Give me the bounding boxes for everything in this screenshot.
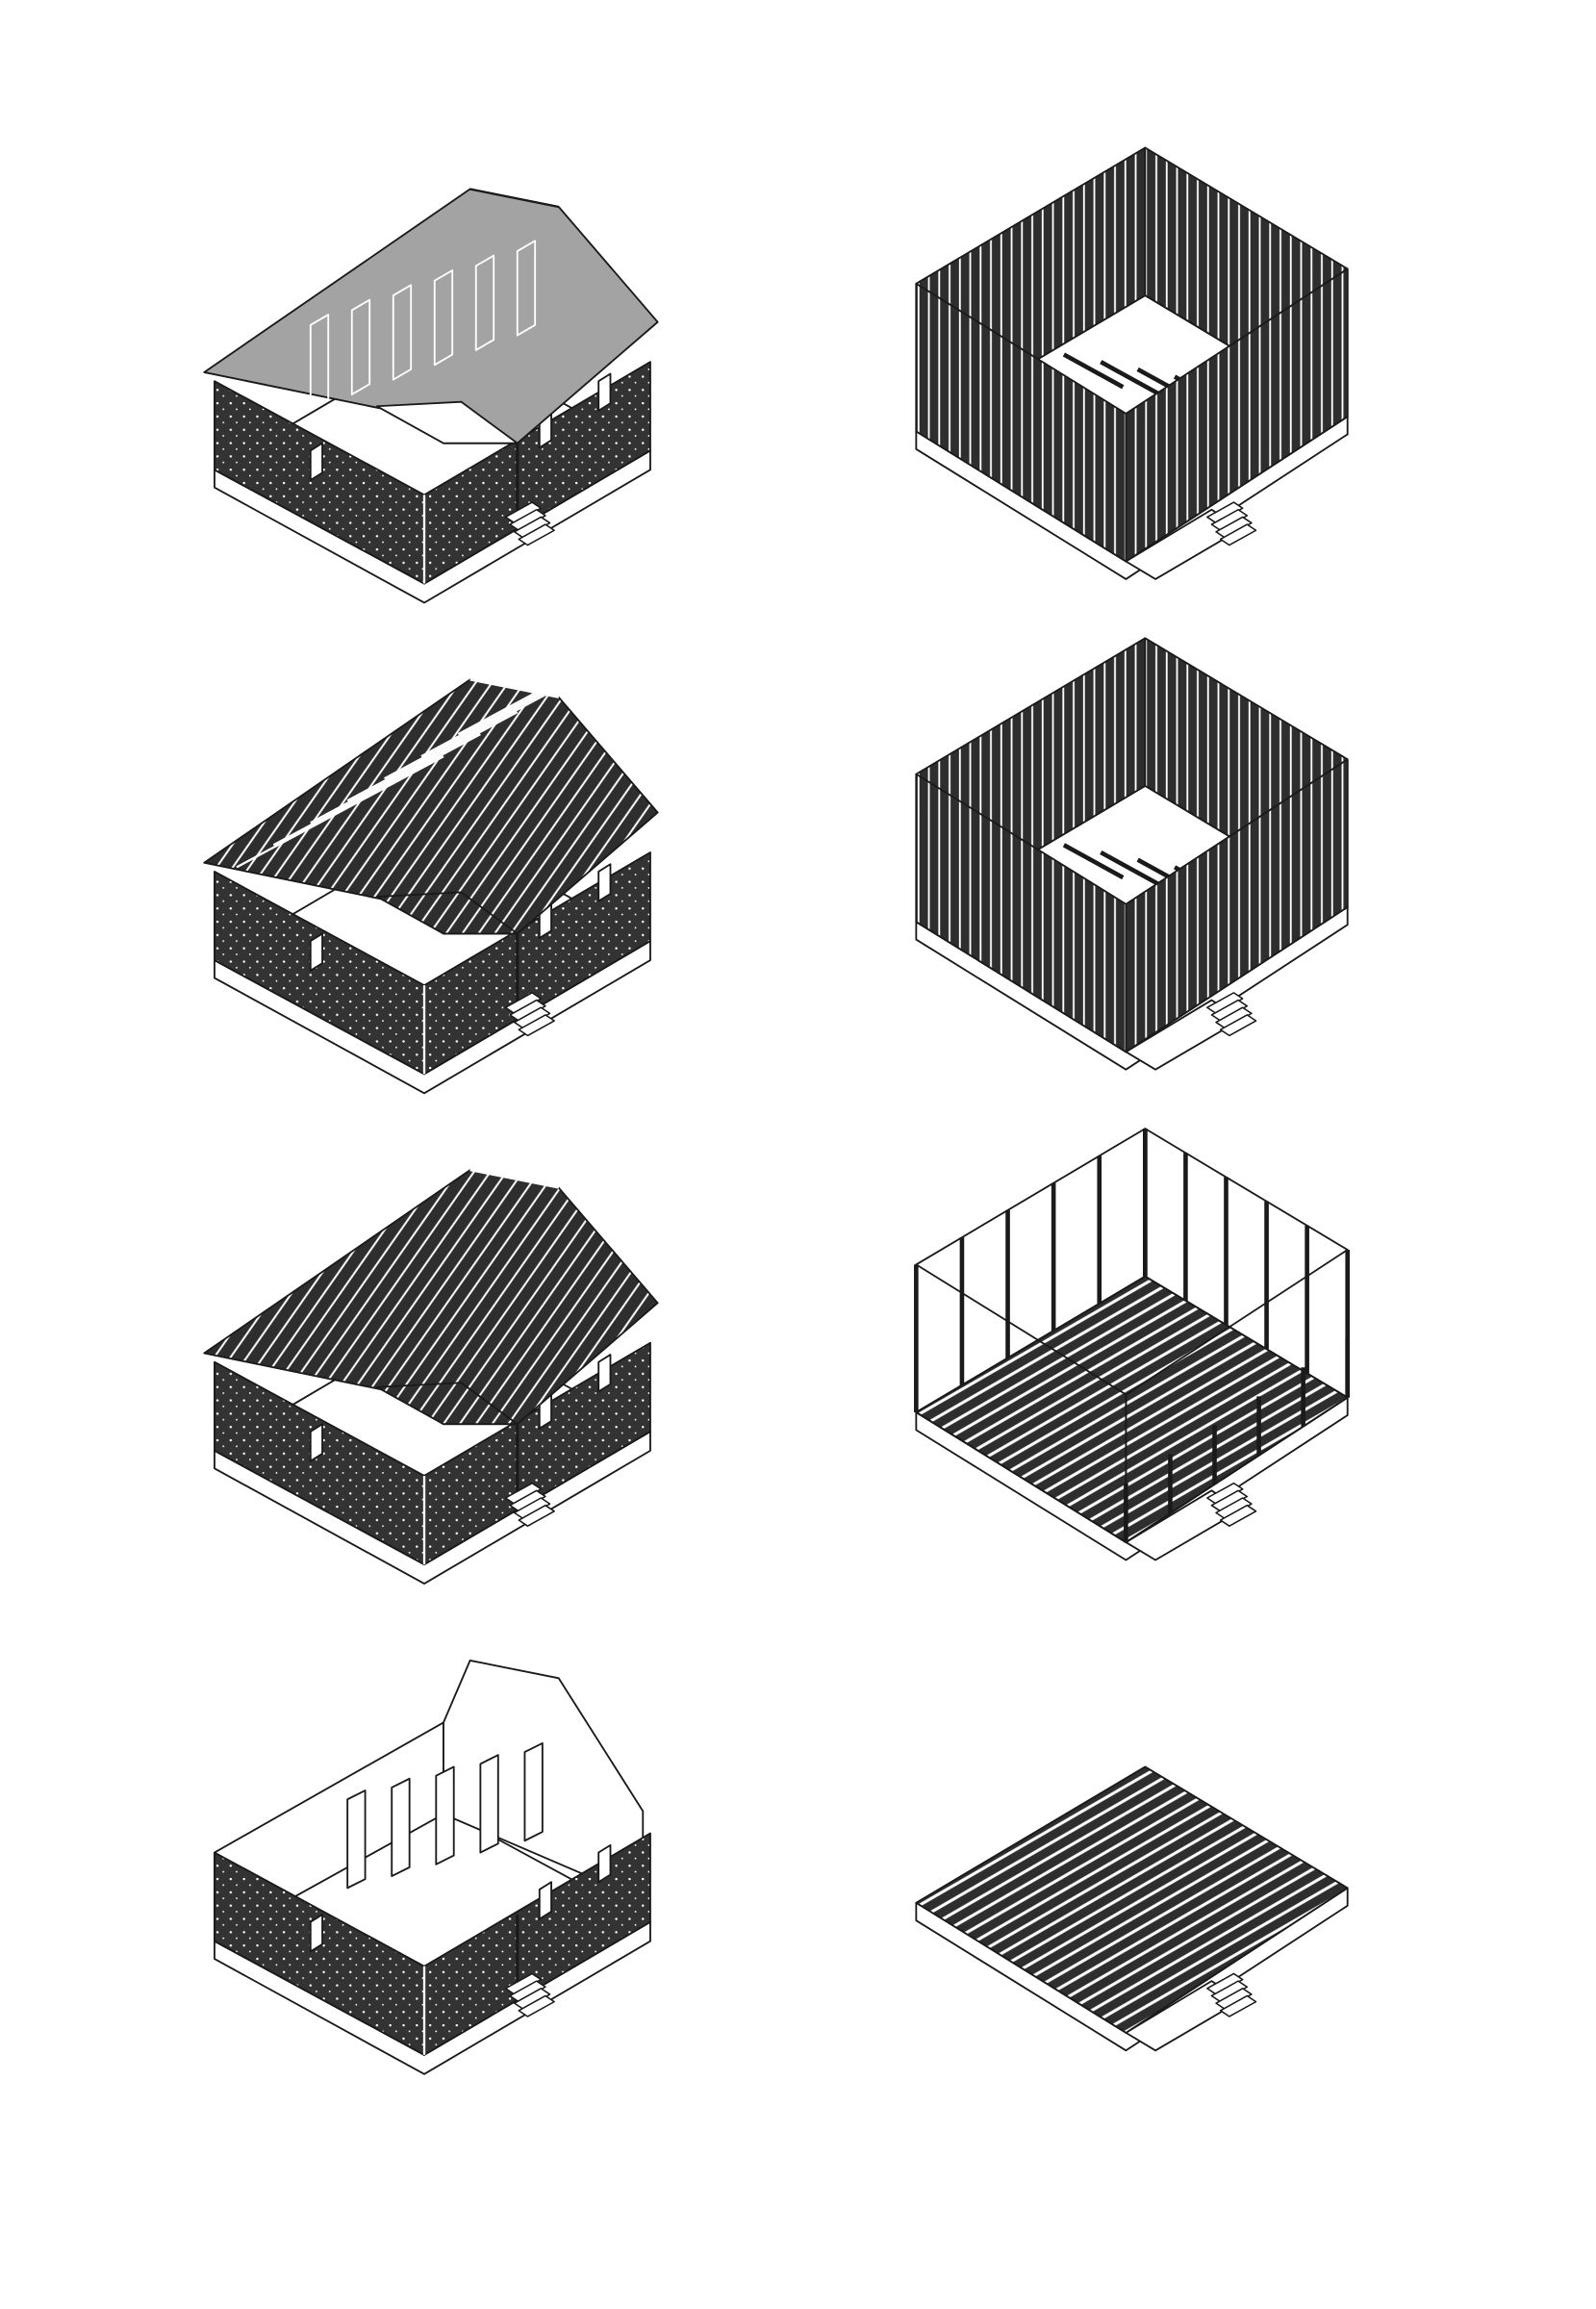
interior-partition [523,1741,544,1842]
panels [203,146,1351,2075]
stair-step [1215,1497,1253,1520]
window [538,1881,552,1920]
stair-step [1219,523,1257,546]
house-panel-2 [203,622,666,1095]
window [597,863,612,902]
interior-partition [346,1789,367,1890]
frame-panel-7 [914,1128,1351,1561]
stair-step [513,1006,551,1029]
stair-step [513,516,551,539]
front-right-wall [1125,758,1349,1053]
frame-panel-5 [915,146,1349,580]
house-panel-1 [203,188,659,604]
stair-step [1219,1504,1257,1527]
window [309,1914,323,1953]
front-right-wall [1125,267,1349,563]
stair-step [1219,1994,1257,2017]
stair-step [1219,1014,1257,1037]
stair-step [504,992,543,1015]
window [309,442,323,481]
purlin [384,667,593,780]
stair-step [504,1482,543,1505]
purlin [272,733,481,847]
partition-outline [309,314,330,411]
house-panel-4 [214,1659,651,2075]
window [309,1423,323,1462]
partition-outline [350,298,371,395]
purlin [420,645,629,758]
purlin [236,755,444,869]
frame-panel-8 [915,1765,1349,2052]
stair-step [509,508,546,532]
stair-step [518,523,555,546]
stair-step [1210,999,1249,1022]
stair-step [504,1972,543,1995]
purlin [346,689,555,802]
interior-partition [479,1754,499,1854]
floor [915,1275,1349,1543]
partition-stub [1100,360,1161,396]
stair-step [1210,1489,1249,1512]
stair-step [1215,1006,1253,1029]
purlin [457,622,666,736]
house-panel-3 [203,1168,659,1585]
window [597,1843,612,1884]
stair-step [513,1988,551,2011]
partition-stub [1062,843,1125,880]
front-gable [375,400,519,444]
stair-step [1206,1972,1244,1995]
stair-step [509,999,546,1022]
floor [915,1765,1349,2034]
ridge [469,1168,559,1189]
stair-step [1206,992,1244,1015]
partition-stub [1062,352,1125,390]
stair-step [1210,508,1249,532]
frame-panel-6 [915,637,1349,1071]
stair-step [518,1014,555,1037]
front-gable [375,891,519,935]
interior-partition [391,1777,411,1878]
stair-step [1210,1980,1249,2003]
stair-step [1215,516,1253,539]
stair-step [504,501,543,524]
stair-step [1206,501,1244,524]
partition-outline [474,254,495,351]
stair-step [518,1504,555,1527]
interior-partition [435,1765,455,1865]
partition-stub [1100,850,1161,887]
stair-step [1206,1482,1244,1505]
partition-outline [516,240,537,337]
partition-outline [392,284,413,381]
window [597,1354,612,1393]
stair-step [509,1980,546,2003]
stair-step [1215,1988,1253,2011]
window [309,932,323,972]
ridge [469,188,559,209]
purlin [310,711,519,825]
partition-outline [433,269,454,367]
stair-step [509,1489,546,1512]
stair-step [513,1497,551,1520]
front-gable [375,1382,519,1426]
window [597,372,612,412]
stair-step [518,1994,555,2017]
